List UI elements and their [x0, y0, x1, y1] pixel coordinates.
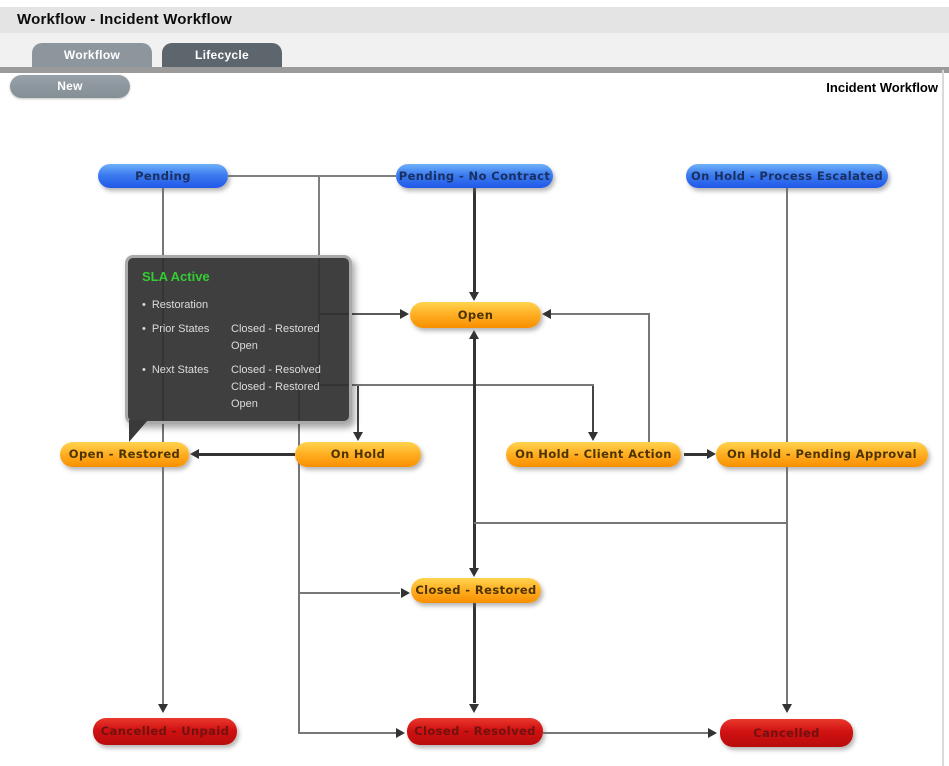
- arrowhead-into-closed-restored-top: [469, 568, 479, 577]
- connector-pending-to-no-contract: [228, 175, 396, 177]
- connector-no-contract-to-open: [473, 188, 476, 292]
- node-on-hold-pending-approval[interactable]: On Hold - Pending Approval: [716, 442, 928, 467]
- tooltip-row-label: Prior States: [151, 323, 210, 335]
- node-cancelled[interactable]: Cancelled: [720, 719, 853, 747]
- arrowhead-into-open-left: [400, 309, 409, 319]
- node-on-hold-process-escalated[interactable]: On Hold - Process Escalated: [686, 164, 888, 188]
- tab-divider-bar: [0, 67, 949, 73]
- bullet-icon: •: [142, 323, 146, 335]
- connector-on-hold-to-closed-resolved: [298, 732, 398, 734]
- tab-lifecycle[interactable]: Lifecycle: [162, 43, 282, 67]
- title-bar: Workflow - Incident Workflow: [0, 7, 949, 33]
- bullet-icon: •: [142, 364, 146, 376]
- node-open-restored[interactable]: Open - Restored: [60, 442, 189, 467]
- arrowhead-into-client-action-top: [588, 432, 598, 441]
- tooltip-row-label: Next States: [151, 364, 209, 376]
- tab-workflow[interactable]: Workflow: [32, 43, 152, 67]
- connector-on-hold-column-vertical: [298, 386, 300, 734]
- connector-on-hold-to-open-restored: [196, 453, 295, 456]
- arrowhead-into-open-right: [542, 309, 551, 319]
- node-pending[interactable]: Pending: [98, 164, 228, 188]
- bullet-icon: •: [142, 299, 146, 311]
- next-state-value: Closed - Restored: [231, 381, 320, 393]
- arrowhead-into-cancelled-left: [708, 728, 717, 738]
- tooltip-row-label: Restoration: [151, 299, 209, 311]
- next-state-value: Open: [231, 398, 258, 410]
- page-title: Workflow - Incident Workflow: [17, 11, 233, 28]
- arrowhead-into-open-bottom: [469, 330, 479, 339]
- node-cancelled-unpaid[interactable]: Cancelled - Unpaid: [93, 718, 237, 745]
- connector-client-action-to-pending-approval: [684, 453, 707, 456]
- connector-branch-to-on-hold: [357, 386, 359, 433]
- node-on-hold[interactable]: On Hold: [295, 442, 421, 467]
- arrowhead-into-closed-resolved-left: [396, 728, 405, 738]
- tooltip-row-restoration: • Restoration: [142, 297, 341, 314]
- content-right-border: [942, 70, 944, 766]
- sla-tooltip-title: SLA Active: [142, 269, 210, 284]
- prior-state-value: Closed - Restored: [231, 323, 320, 335]
- connector-pending-to-open: [320, 313, 402, 315]
- arrowhead-into-closed-restored-left: [401, 588, 410, 598]
- node-closed-restored[interactable]: Closed - Restored: [411, 578, 541, 603]
- connector-branch-to-client-action: [592, 386, 594, 433]
- connector-branch-horizontal: [298, 384, 594, 386]
- arrowhead-into-open-restored-right: [190, 449, 199, 459]
- connector-on-hold-to-closed-restored: [298, 592, 400, 594]
- arrowhead-into-cancelled-top: [782, 704, 792, 713]
- tooltip-row-prior-states: • Prior States Closed - Restored Open: [142, 321, 341, 355]
- arrowhead-into-on-hold-top: [353, 432, 363, 441]
- node-closed-resolved[interactable]: Closed - Resolved: [407, 718, 543, 745]
- node-pending-no-contract[interactable]: Pending - No Contract: [396, 164, 553, 188]
- sla-tooltip: SLA Active • Restoration • Prior States Cl…: [125, 255, 352, 442]
- connector-resolved-to-cancelled: [543, 732, 709, 734]
- next-state-value: Closed - Resolved: [231, 364, 321, 376]
- node-open[interactable]: Open: [410, 302, 541, 328]
- connector-client-action-to-open: [545, 313, 650, 315]
- arrowhead-into-cancelled-unpaid-top: [158, 704, 168, 713]
- workflow-name-label: Incident Workflow: [826, 80, 938, 95]
- arrowhead-into-open-top: [469, 292, 479, 301]
- sla-tooltip-tail: [129, 420, 148, 442]
- connector-open-closed-restored-vertical: [473, 336, 476, 570]
- new-button[interactable]: New: [10, 75, 130, 98]
- connector-closed-restored-to-resolved: [473, 603, 476, 703]
- tooltip-row-next-states: • Next States Closed - Resolved Closed - …: [142, 362, 341, 413]
- tab-strip: Workflow Lifecycle: [0, 33, 949, 67]
- prior-state-value: Open: [231, 340, 258, 352]
- arrowhead-into-closed-resolved-top: [469, 704, 479, 713]
- connector-open-branch-to-cancelled: [474, 522, 787, 524]
- node-on-hold-client-action[interactable]: On Hold - Client Action: [506, 442, 681, 467]
- connector-client-action-up-vertical: [648, 315, 650, 442]
- arrowhead-into-pending-approval-left: [707, 449, 716, 459]
